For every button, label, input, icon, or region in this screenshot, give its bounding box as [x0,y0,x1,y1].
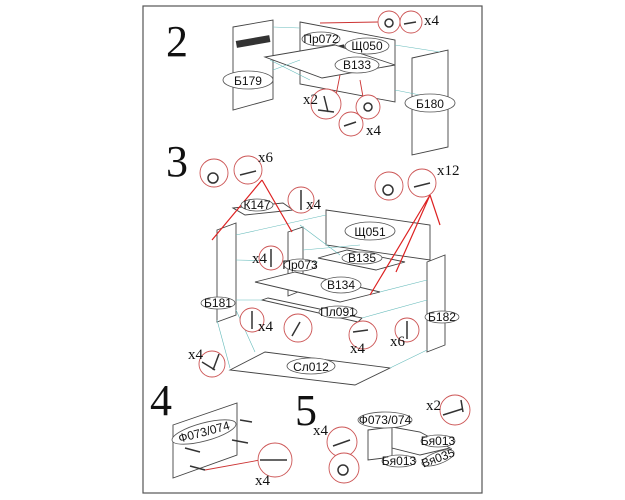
part-label-k147: К147 [240,198,274,212]
part-label-b180: Б180 [404,93,456,113]
part-label-shch051: Щ051 [344,221,396,241]
svg-text:Пр073: Пр073 [282,258,318,272]
svg-text:Ф073/074: Ф073/074 [359,413,412,427]
step-number: 2 [166,17,188,66]
dowel-icon [317,95,335,113]
count-label: x4 [255,473,271,489]
bolt-icon [332,439,351,447]
cam-lock-icon [382,184,394,196]
part-label-v135: В135 [341,251,383,265]
part-label-bya013: Бя013 [420,434,456,448]
hinge-callout [283,313,313,343]
svg-text:Щ050: Щ050 [351,39,383,53]
svg-text:Сл012: Сл012 [293,360,329,374]
part-label-bya013: Бя013 [381,454,417,468]
svg-text:В134: В134 [327,278,355,292]
svg-text:К147: К147 [243,198,270,212]
count-label: x4 [258,319,274,335]
bolt-icon [239,170,257,176]
cam-lock-callout [355,94,381,120]
page-frame [142,5,483,494]
screw-icon [184,419,253,471]
svg-text:В135: В135 [348,251,376,265]
svg-text:Пр072: Пр072 [303,32,339,46]
panel-b182 [426,254,446,353]
part-label-b179: Б179 [222,70,274,90]
part-label-sl012: Сл012 [286,357,336,375]
step-number: 4 [150,376,172,425]
step-number: 5 [295,386,317,435]
count-label: x4 [313,423,329,439]
dowel-icon [201,353,220,371]
cam-lock-callout [328,452,360,484]
dowel-callout [439,394,471,426]
cam-bolt-callout [399,10,423,34]
count-label: x6 [258,150,274,166]
part-label-b181: Б181 [200,296,236,310]
part-label-v134: В134 [320,276,362,294]
svg-text:Бя013: Бя013 [421,434,456,448]
svg-text:Б180: Б180 [416,97,444,111]
bolt-icon [413,182,431,188]
count-label: x2 [303,92,318,108]
panel-v134 [254,271,381,303]
svg-text:Пл091: Пл091 [320,305,356,319]
step-4: 4 x4 Ф073/074 [150,376,293,489]
cam-lock-icon [207,172,219,184]
svg-text:Б179: Б179 [234,74,262,88]
count-label: x4 [350,341,366,357]
count-label: x4 [366,123,382,139]
part-label-b182: Б182 [424,310,460,324]
cam-lock-icon [363,102,373,112]
step-2: 2 x4 x2 x4 Б179 Пр072 Щ050 В133 Б180 [166,10,456,156]
svg-text:В133: В133 [343,58,371,72]
step-5: 5 x4 x2 Ф073/074 Бя013 Бя013 Вя035 [295,386,471,484]
svg-text:Б181: Б181 [204,296,232,310]
svg-text:Б182: Б182 [428,310,456,324]
count-label: x4 [424,13,440,29]
svg-text:Щ051: Щ051 [354,225,386,239]
step-number: 3 [166,137,188,186]
dowel-callout [198,350,226,378]
cam-bolt-callout [233,155,263,185]
dowel-callout [348,320,378,350]
part-label-pr073: Пр073 [282,258,318,272]
cam-lock-icon [337,464,349,476]
bolt-icon [343,121,357,127]
cam-lock-icon [384,18,394,28]
part-label-f073-074: Ф073/074 [357,411,413,429]
dowel-icon [442,399,464,416]
hinge-icon [291,321,301,337]
part-label-pl091: Пл091 [318,305,358,319]
cam-bolt-callout [407,168,437,198]
count-label: x2 [426,398,441,414]
cam-bolt-callout [326,426,358,458]
count-label: x12 [437,163,460,179]
cam-lock-callout [377,10,401,34]
count-label: x4 [252,251,268,267]
svg-text:Бя013: Бя013 [382,454,417,468]
cam-lock-callout [374,171,404,201]
count-label: x4 [188,347,204,363]
count-label: x4 [306,197,322,213]
drawer-rail [235,35,271,48]
panel-b179 [232,19,274,111]
count-label: x6 [390,334,406,350]
part-label-v133: В133 [334,56,380,74]
dowel-icon [352,329,369,333]
bolt-icon [403,21,417,25]
part-label-shch050: Щ050 [344,37,390,55]
part-label-pr072: Пр072 [301,31,341,47]
step-3: 3 x6 x12 x4 x4 x4 x4 [166,137,460,386]
